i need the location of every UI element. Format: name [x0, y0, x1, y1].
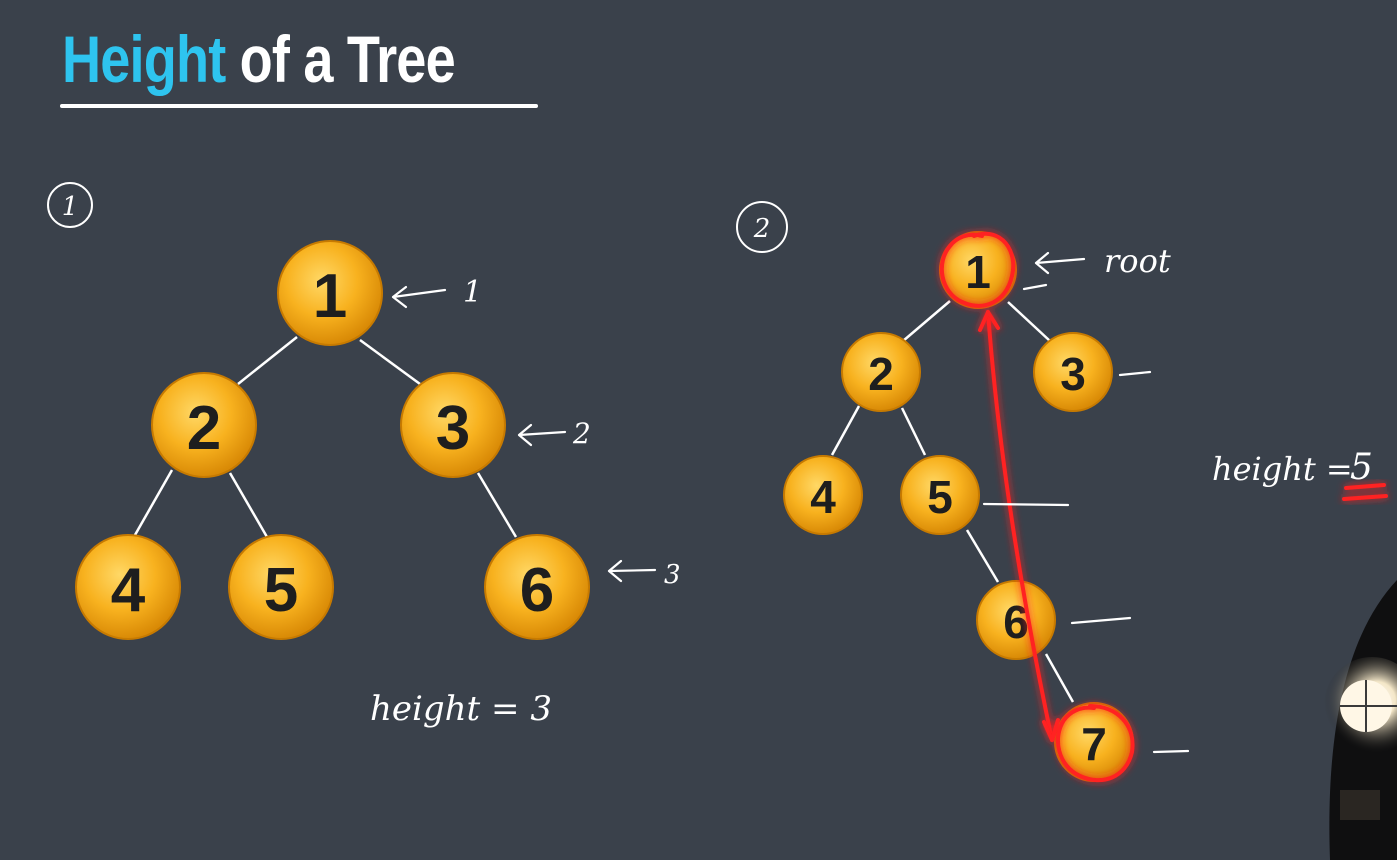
- path-arrowhead-top: [978, 310, 1000, 332]
- edge-1-2: [902, 300, 951, 342]
- diagram-2-highlight: [940, 232, 1135, 782]
- diagram-1-node-2: 2: [151, 372, 257, 478]
- diagram-2-node-1: 1: [939, 231, 1017, 309]
- edge-5-6: [965, 529, 1000, 583]
- title-underline: [60, 104, 538, 108]
- edge-1-2: [237, 336, 298, 385]
- node-label: 7: [1081, 718, 1107, 770]
- title-accent: Height: [62, 22, 226, 96]
- diagram-2-edges: [830, 300, 1075, 703]
- edge-1-3: [1007, 301, 1051, 342]
- diagram-1-height: height = 3: [370, 689, 552, 729]
- diagram-2: 2 1 2 3 4: [736, 201, 1388, 782]
- edge-3-6: [476, 472, 518, 538]
- diagram-2-node-3: 3: [1033, 332, 1113, 412]
- diagram-1-marker-circle: [47, 182, 93, 228]
- diagram-2-node-6: 6: [976, 580, 1056, 660]
- node-label: 2: [868, 348, 894, 400]
- diagram-1-node-3: 3: [400, 372, 506, 478]
- diagram-2-marker: 2: [753, 214, 771, 244]
- level-tick-2: [1118, 370, 1152, 377]
- diagram-1-edges: [133, 336, 518, 538]
- diagram-1: 1 1 2 3 4: [47, 182, 681, 729]
- diagram-2-node-5: 5: [900, 455, 980, 535]
- edge-6-7: [1044, 653, 1075, 703]
- diagram-2-marker-circle: [736, 201, 788, 253]
- path-arrowhead-bottom: [1042, 718, 1060, 742]
- level-arrow-2: [517, 423, 567, 447]
- node-label: 2: [187, 394, 221, 463]
- diagram-1-marker: 1: [62, 192, 79, 222]
- diagram-2-node-4: 4: [783, 455, 863, 535]
- node-label: 6: [520, 556, 554, 625]
- diagram-2-level-ticks: [982, 283, 1190, 754]
- node-label: 3: [436, 394, 470, 463]
- level-label-3: 3: [664, 560, 681, 590]
- level-arrow-1: [391, 285, 447, 309]
- level-label-2: 2: [572, 417, 591, 450]
- node-label: 3: [1060, 348, 1086, 400]
- node-label: 5: [264, 556, 298, 625]
- height-value-underline: [1342, 483, 1388, 501]
- root-arrow: [1034, 251, 1086, 275]
- level-tick-3: [982, 502, 1070, 507]
- diagram-1-node-4: 4: [75, 534, 181, 640]
- edge-1-3: [359, 338, 421, 386]
- diagram-1-node-6: 6: [484, 534, 590, 640]
- diagram-1-node-5: 5: [228, 534, 334, 640]
- level-label-1: 1: [463, 275, 482, 310]
- diagram-2-height-value: 5: [1350, 447, 1373, 488]
- edge-2-5: [900, 407, 927, 456]
- node-label: 4: [810, 471, 836, 523]
- node-label: 1: [313, 262, 347, 331]
- level-tick-4: [1070, 616, 1132, 625]
- longest-path-line: [986, 310, 1054, 742]
- node-label: 4: [111, 556, 146, 625]
- edge-2-5: [228, 472, 269, 538]
- node-label: 1: [965, 246, 991, 298]
- edge-2-4: [830, 405, 861, 456]
- diagram-1-level-arrows: [391, 285, 657, 583]
- root-label: root: [1104, 242, 1171, 280]
- level-arrow-3: [607, 559, 657, 583]
- slide-title: Height of a Tree: [62, 26, 456, 92]
- leaf-highlight-circle: [1055, 704, 1135, 782]
- node-label: 5: [927, 471, 953, 523]
- title-rest: of a Tree: [225, 22, 456, 96]
- edge-2-4: [133, 469, 174, 536]
- diagram-2-height: height =: [1212, 450, 1353, 488]
- decorative-lamp-image: [1324, 580, 1397, 860]
- level-tick-5: [1152, 749, 1190, 754]
- diagram-2-node-2: 2: [841, 332, 921, 412]
- root-highlight-circle: [940, 232, 1016, 308]
- diagram-1-node-1: 1: [277, 240, 383, 346]
- level-tick-1: [1022, 283, 1048, 291]
